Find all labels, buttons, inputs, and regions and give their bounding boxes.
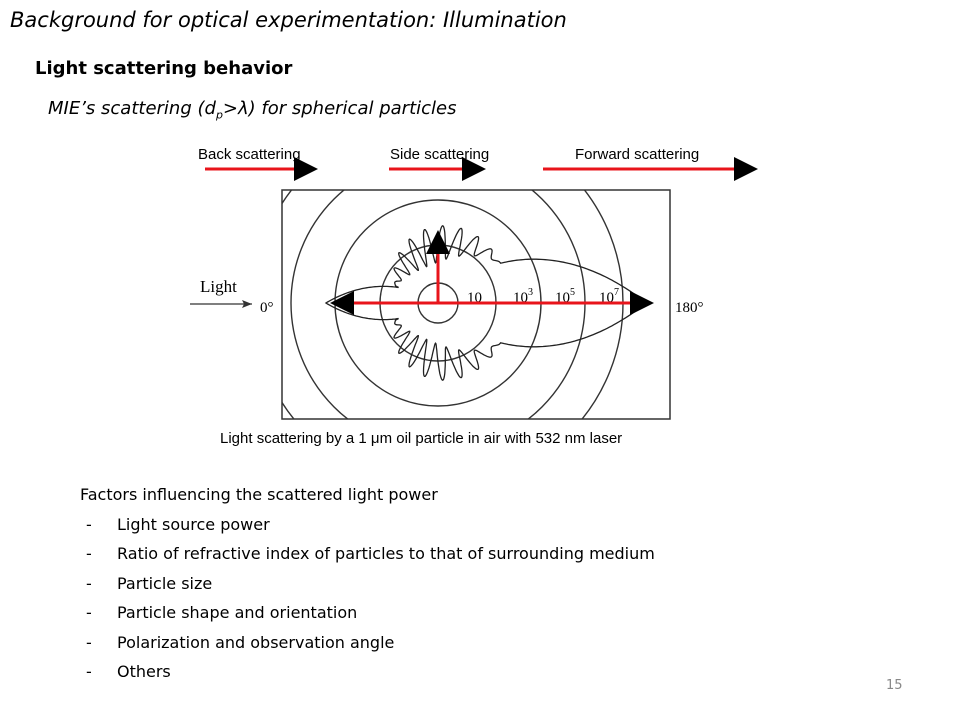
mie-subscript: p xyxy=(215,108,223,122)
figure-caption: Light scattering by a 1 μm oil particle … xyxy=(220,430,623,447)
mie-suffix: >λ) for spherical particles xyxy=(222,98,457,119)
factors-list: Factors influencing the scattered light … xyxy=(80,480,655,687)
page-number: 15 xyxy=(886,678,903,693)
side-scattering-label: Side scattering xyxy=(390,146,489,163)
slide-title: Background for optical experimentation: … xyxy=(10,8,567,32)
factors-heading: Factors influencing the scattered light … xyxy=(80,485,438,504)
angle-180-label: 180° xyxy=(675,300,704,316)
scattering-pattern xyxy=(324,225,650,381)
factor-item: -Ratio of refractive index of particles … xyxy=(86,544,655,563)
factor-item: -Light source power xyxy=(86,514,270,534)
factor-item: -Particle size xyxy=(86,573,213,593)
section-heading: Light scattering behavior xyxy=(35,58,293,79)
factor-item: -Others xyxy=(86,662,171,681)
incident-arrowhead xyxy=(242,300,252,308)
mie-heading: MIE’s scattering (dp>λ) for spherical pa… xyxy=(48,98,456,122)
mie-prefix: MIE’s scattering (d xyxy=(48,98,216,119)
factor-item: -Polarization and observation angle xyxy=(86,632,395,652)
diagram-frame xyxy=(281,189,671,420)
back-scattering-label: Back scattering xyxy=(198,146,301,163)
light-label: Light xyxy=(200,277,237,296)
angle-0-label: 0° xyxy=(260,300,274,316)
forward-scattering-label: Forward scattering xyxy=(575,146,699,163)
factor-item: -Particle shape and orientation xyxy=(86,603,358,622)
scattering-diagram: Back scattering Side scattering Forward … xyxy=(190,146,758,420)
